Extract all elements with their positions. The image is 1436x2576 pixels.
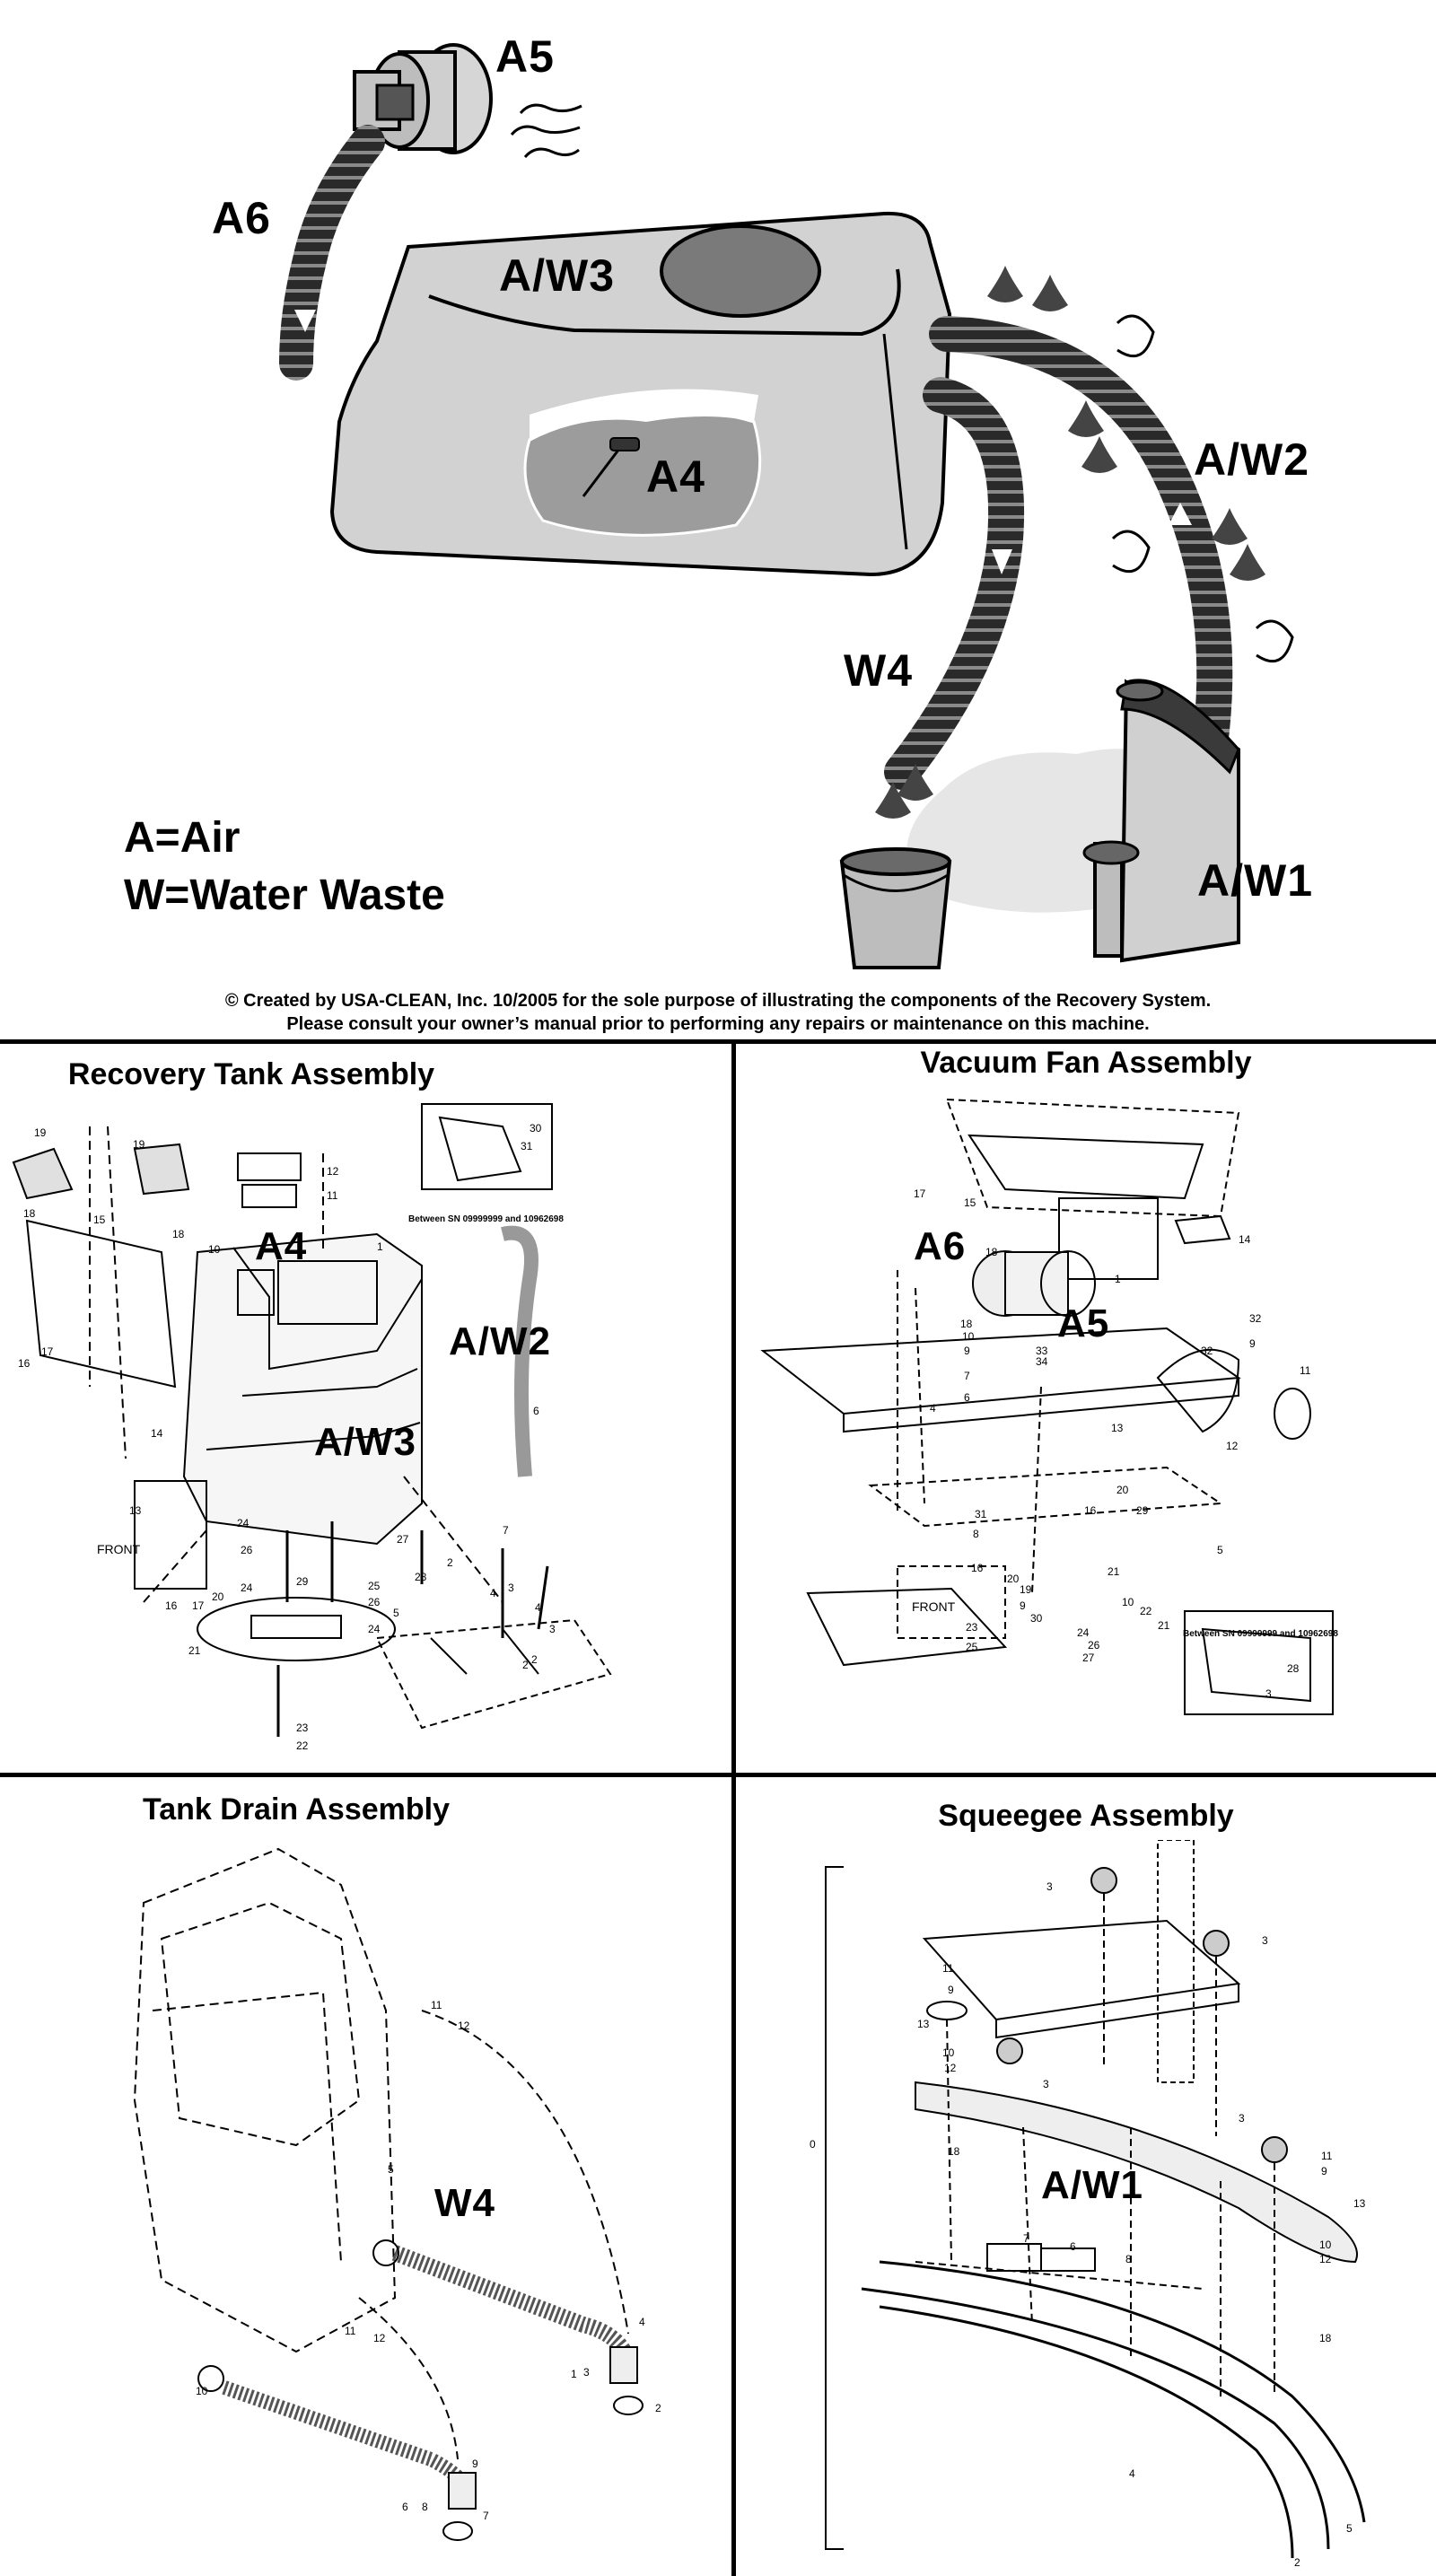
label-a5: A5 <box>495 31 555 82</box>
recovery-label-aw3: A/W3 <box>314 1420 416 1464</box>
divider-vertical <box>731 1039 736 2576</box>
recovery-label-aw2: A/W2 <box>449 1319 551 1363</box>
label-aw3: A/W3 <box>499 250 615 301</box>
tank-lid-opening <box>660 224 821 318</box>
tank-drain-exploded-view <box>133 1847 644 2541</box>
label-aw2: A/W2 <box>1194 434 1309 485</box>
squeegee-exploded-view <box>825 1840 1366 2559</box>
drain-label-w4: W4 <box>434 2181 495 2225</box>
waste-bucket <box>839 847 952 969</box>
hose-a6 <box>279 125 385 381</box>
air-exhaust-swirls <box>510 103 582 159</box>
label-aw1: A/W1 <box>1197 855 1313 906</box>
label-a4: A4 <box>646 451 705 502</box>
squeegee-label-aw1: A/W1 <box>1041 2163 1143 2207</box>
recovery-tank-exploded-view <box>12 1103 612 1737</box>
fan-front-label: FRONT <box>912 1599 956 1614</box>
label-a6: A6 <box>212 193 271 243</box>
fan-label-a6: A6 <box>914 1224 967 1268</box>
fan-label-a5: A5 <box>1057 1301 1110 1345</box>
divider-horizontal-top <box>0 1039 1436 1044</box>
legend-water: W=Water Waste <box>124 872 445 919</box>
hose-aw2 <box>929 316 1233 763</box>
recovery-front-label: FRONT <box>97 1542 141 1556</box>
panel-title-vacuum-fan: Vacuum Fan Assembly <box>920 1046 1252 1080</box>
divider-horizontal-middle <box>0 1773 1436 1777</box>
credit-line-1: © Created by USA-CLEAN, Inc. 10/2005 for… <box>224 991 1212 1011</box>
vacuum-motor-illustration <box>353 43 493 154</box>
panel-title-tank-drain: Tank Drain Assembly <box>142 1792 450 1827</box>
vacuum-fan-exploded-view <box>760 1098 1334 1715</box>
legend-air: A=Air <box>124 814 241 862</box>
credit-line-2: Please consult your owner’s manual prior… <box>286 1014 1150 1034</box>
recovery-sn-note: Between SN 09999999 and 10962698 <box>408 1214 564 1224</box>
label-w4: W4 <box>844 645 913 696</box>
recovery-label-a4: A4 <box>255 1224 308 1268</box>
fan-sn-note: Between SN 09999999 and 10962698 <box>1183 1629 1338 1639</box>
squeegee-illustration <box>1082 679 1240 963</box>
panel-title-recovery-tank: Recovery Tank Assembly <box>67 1057 435 1091</box>
recovery-system-diagram <box>279 43 1294 969</box>
panel-title-squeegee: Squeegee Assembly <box>938 1799 1234 1833</box>
water-droplets <box>875 266 1265 819</box>
hose-w4 <box>884 377 1025 790</box>
